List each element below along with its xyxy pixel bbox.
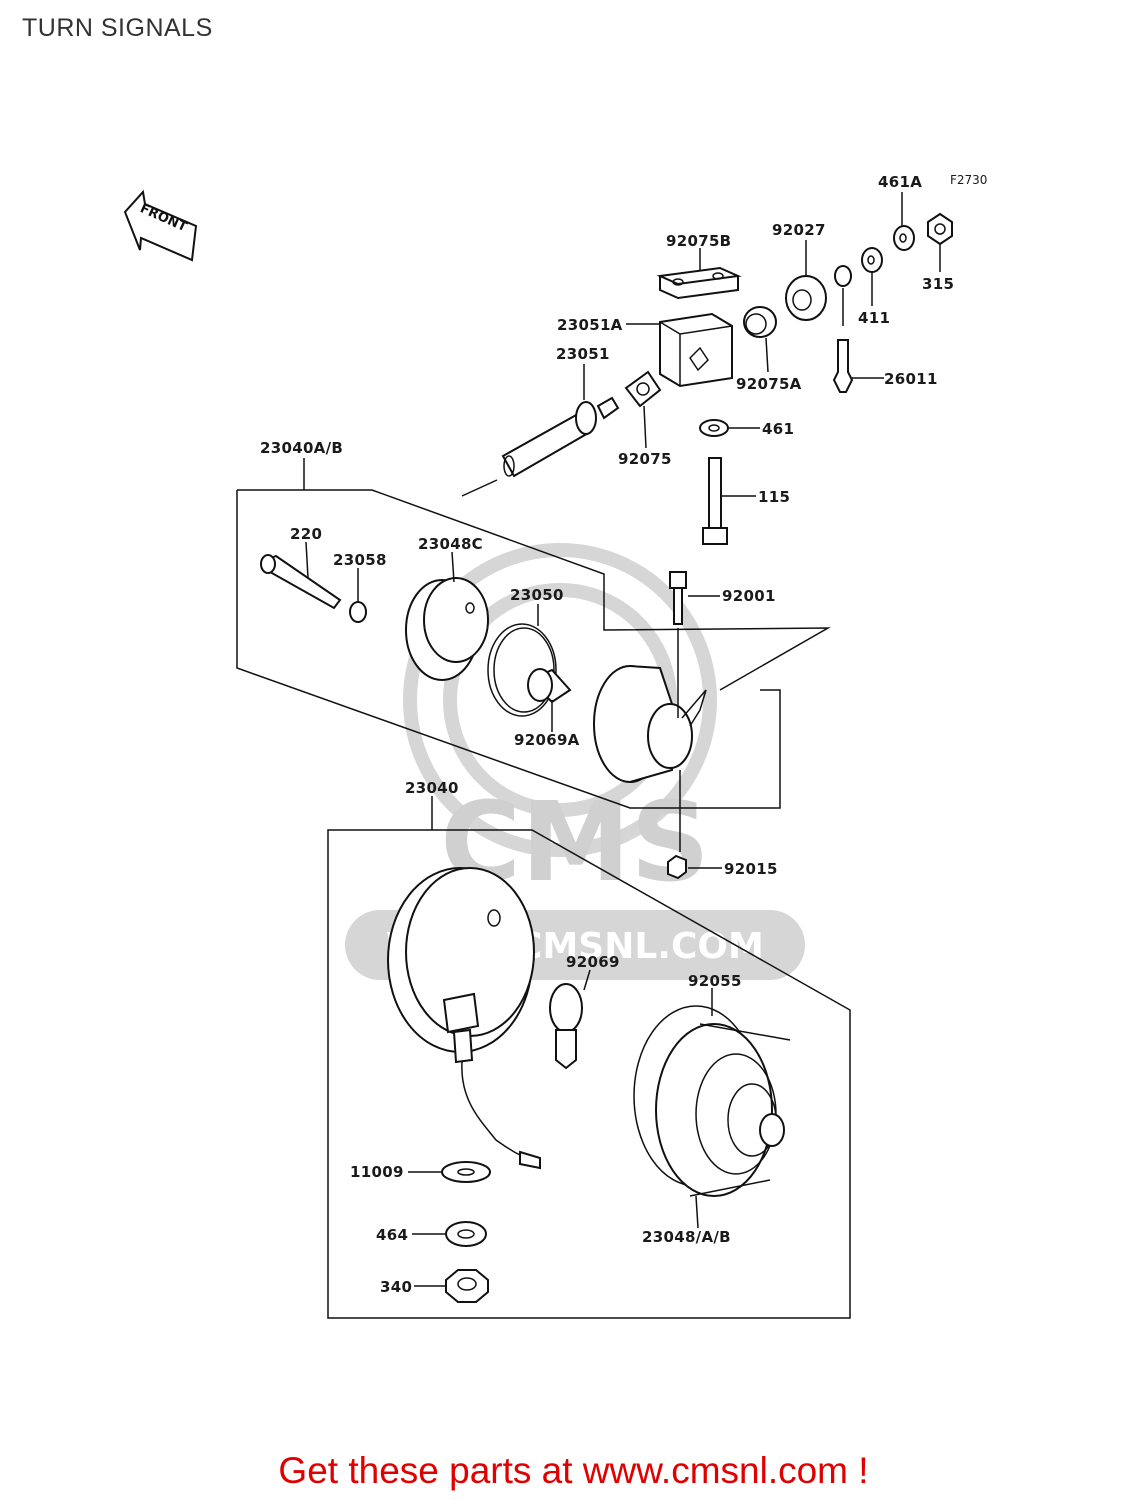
part-464 [445,1221,487,1247]
part-92075b [656,266,742,300]
part-340 [445,1269,489,1303]
label-411: 411 [858,309,890,327]
part-461 [699,419,729,437]
part-labels: 461A 315 92027 92075B 411 23051A 23051 9… [260,173,954,1296]
label-23040: 23040 [405,779,459,797]
label-23051: 23051 [556,345,610,363]
part-220 [260,554,342,610]
promo-link[interactable]: Get these parts at www.cmsnl.com ! [278,1450,869,1491]
part-92027 [785,275,827,321]
label-461a: 461A [878,173,922,191]
label-23048ab: 23048/A/B [642,1228,731,1246]
label-92015: 92015 [724,860,778,878]
label-464: 464 [376,1226,408,1244]
label-315: 315 [922,275,954,293]
part-23040-housing [387,867,541,1170]
label-340: 340 [380,1278,412,1296]
label-115: 115 [758,488,790,506]
label-23040ab: 23040A/B [260,439,343,457]
part-23051a [659,312,733,388]
watermark-ring [403,543,717,857]
label-92069a: 92069A [514,731,580,749]
part-115 [702,457,728,545]
group-frame-23040ab [236,489,831,809]
part-23051 [501,396,620,478]
group-frame-23040 [327,829,851,1319]
part-92015 [667,854,687,880]
linkage-line [461,479,498,497]
part-461a [893,225,915,251]
label-92001: 92001 [722,587,776,605]
label-23051a: 23051A [557,316,623,334]
front-arrow-icon: FRONT [123,189,198,262]
label-461: 461 [762,420,794,438]
part-23048c [405,577,489,681]
part-23058 [349,601,367,623]
part-411 [861,247,883,273]
part-92069 [549,983,583,1070]
label-92075: 92075 [618,450,672,468]
label-26011: 26011 [884,370,938,388]
label-220: 220 [290,525,322,543]
label-92027: 92027 [772,221,826,239]
label-92075b: 92075B [666,232,731,250]
leader-lines [303,192,941,1287]
part-23040ab-housing [593,665,707,783]
label-23050: 23050 [510,586,564,604]
part-11009 [441,1161,491,1183]
parts-diagram: CMS WWW.CMSNL.COM FRONT F2730 [123,173,987,1319]
label-23058: 23058 [333,551,387,569]
part-92075 [624,370,662,408]
part-26011 [832,265,854,393]
label-23048c: 23048C [418,535,483,553]
part-92075a [743,306,777,338]
label-11009: 11009 [350,1163,404,1181]
label-92055: 92055 [688,972,742,990]
label-92075a: 92075A [736,375,802,393]
label-92069: 92069 [566,953,620,971]
part-23050 [487,623,557,717]
part-92069a [527,668,572,704]
part-23048ab [655,1023,791,1197]
part-92001 [669,571,687,625]
part-315 [927,212,953,246]
page-title: TURN SIGNALS [22,14,213,42]
figure-code: F2730 [950,173,987,187]
